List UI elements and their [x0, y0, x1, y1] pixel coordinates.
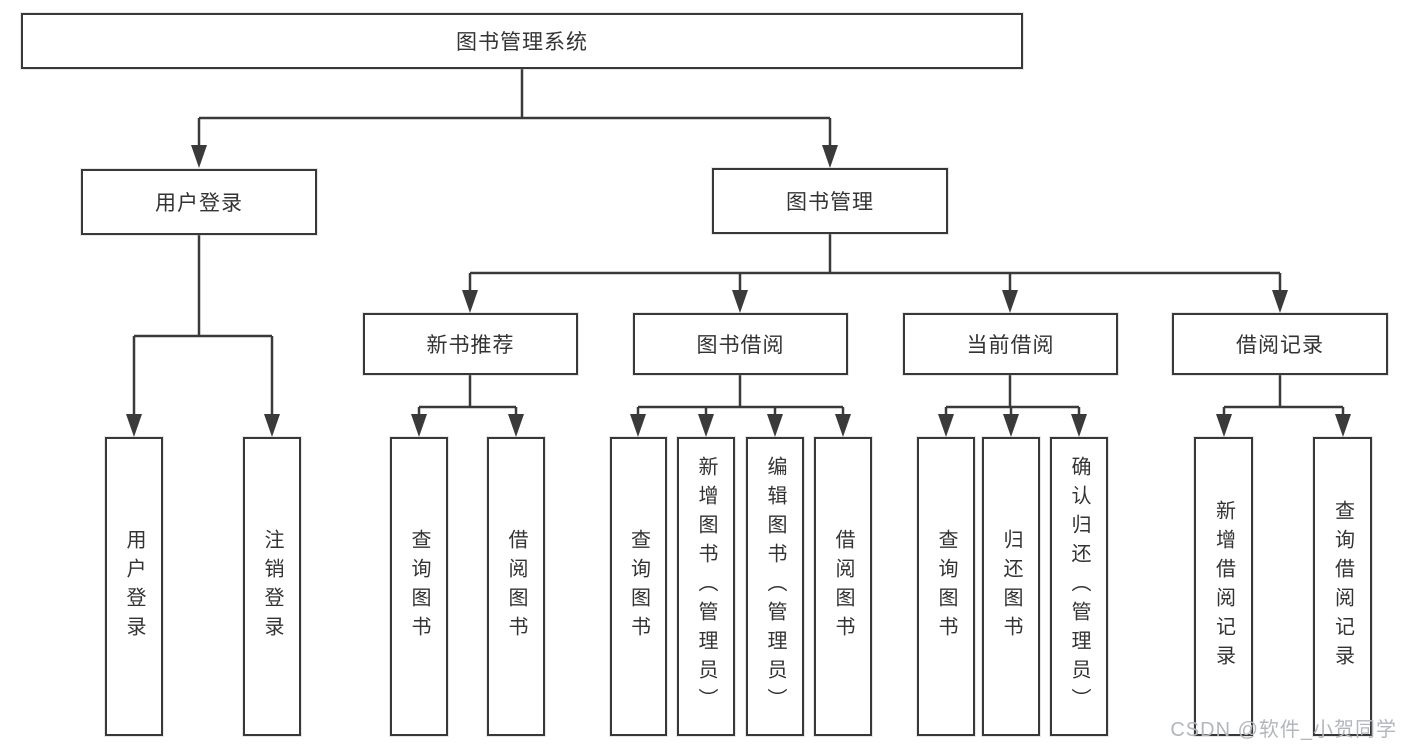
- node-label: 注销登录: [261, 528, 283, 645]
- leaf-query-books-current: 查询图书: [917, 437, 975, 736]
- node-label: 确认归还（管理员）: [1068, 456, 1090, 717]
- node-label: 新增图书（管理员）: [695, 456, 717, 717]
- leaf-return-books: 归还图书: [982, 437, 1040, 736]
- node-label: 查询借阅记录: [1331, 499, 1354, 674]
- node-label: 当前借阅: [966, 334, 1055, 357]
- node-label: 查询图书: [935, 528, 957, 645]
- node-book-borrow: 图书借阅: [633, 313, 848, 375]
- node-book-management: 图书管理: [712, 168, 948, 234]
- node-current-borrow: 当前借阅: [903, 313, 1118, 375]
- node-label: 查询图书: [627, 528, 650, 645]
- node-label: 图书借阅: [696, 334, 785, 357]
- leaf-edit-books-admin: 编辑图书（管理员）: [746, 437, 804, 736]
- leaf-query-books-borrow: 查询图书: [610, 437, 667, 736]
- leaf-add-borrow-record: 新增借阅记录: [1194, 437, 1253, 736]
- node-new-book-recommend: 新书推荐: [363, 313, 578, 375]
- node-borrow-records: 借阅记录: [1172, 313, 1388, 375]
- leaf-confirm-return-admin: 确认归还（管理员）: [1050, 437, 1108, 736]
- node-label: 借阅图书: [505, 528, 527, 645]
- node-label: 新书推荐: [426, 334, 515, 357]
- leaf-borrow-books: 借阅图书: [814, 437, 872, 736]
- node-label: 用户登录: [155, 192, 243, 215]
- node-label: 新增借阅记录: [1212, 499, 1235, 674]
- leaf-logout: 注销登录: [243, 437, 301, 736]
- leaf-query-books-recommend: 查询图书: [390, 437, 448, 736]
- leaf-borrow-books-recommend: 借阅图书: [487, 437, 545, 736]
- node-label: 借阅图书: [832, 528, 854, 645]
- node-label: 编辑图书（管理员）: [764, 456, 786, 717]
- node-label: 借阅记录: [1236, 334, 1324, 357]
- node-label: 图书管理系统: [456, 31, 588, 54]
- leaf-query-borrow-record: 查询借阅记录: [1313, 437, 1372, 736]
- node-label: 用户登录: [123, 528, 145, 645]
- node-user-login: 用户登录: [81, 169, 317, 235]
- leaf-add-books-admin: 新增图书（管理员）: [677, 437, 735, 736]
- node-label: 图书管理: [786, 191, 874, 214]
- node-label: 查询图书: [408, 528, 430, 645]
- node-label: 归还图书: [1000, 528, 1022, 645]
- arrowheads: [126, 145, 1351, 437]
- node-book-management-system: 图书管理系统: [21, 13, 1023, 69]
- leaf-user-login: 用户登录: [105, 437, 163, 736]
